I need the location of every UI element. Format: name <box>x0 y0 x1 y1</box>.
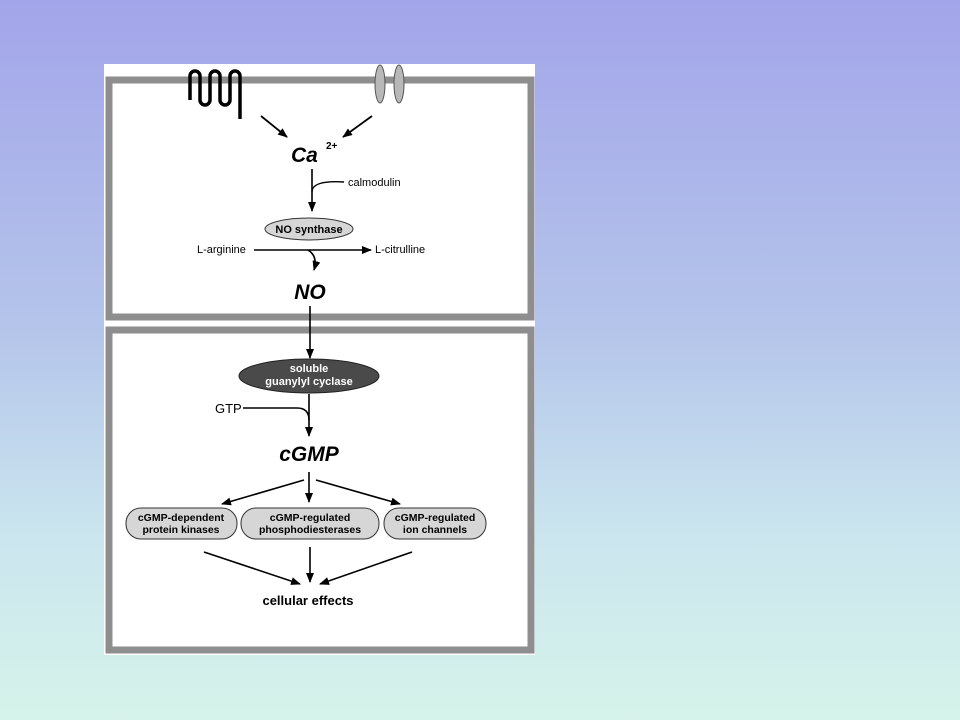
phosphodiesterases-node: cGMP-regulated phosphodiesterases <box>240 507 380 540</box>
no-synthase-node: NO synthase <box>264 217 354 241</box>
cellular-effects-label: cellular effects <box>262 593 353 608</box>
phosphodiesterases-label-line1: cGMP-regulated <box>270 512 351 524</box>
cgmp-to-ion-channels-arrow <box>315 479 401 506</box>
calcium-charge-label: 2+ <box>326 141 338 152</box>
calcium-label: Ca <box>291 144 318 167</box>
ion-channels-label-line1: cGMP-regulated <box>395 512 476 524</box>
calmodulin-label: calmodulin <box>348 177 401 189</box>
phosphodiesterases-label-line2: phosphodiesterases <box>259 524 361 536</box>
no-synthase-label: NO synthase <box>275 224 342 236</box>
l-arginine-label: L-arginine <box>197 244 246 256</box>
calmodulin-connector <box>311 181 345 193</box>
kinases-to-effects-arrow <box>203 551 301 585</box>
guanylyl-cyclase-label-line1: soluble <box>290 363 329 375</box>
lower-cell-frame <box>105 326 535 654</box>
ion-channel-icon <box>374 64 405 104</box>
channel-to-calcium-arrow <box>342 115 373 138</box>
l-citrulline-label: L-citrulline <box>375 244 425 256</box>
protein-kinases-node: cGMP-dependent protein kinases <box>125 507 238 540</box>
protein-kinases-label-line1: cGMP-dependent <box>138 512 225 524</box>
no-cgmp-signaling-diagram: Ca 2+ calmodulin NO synthase L-arginine … <box>104 64 535 655</box>
nitric-oxide-label: NO <box>294 281 326 304</box>
protein-kinases-label-line2: protein kinases <box>142 524 219 536</box>
gtp-label: GTP <box>215 401 242 416</box>
ion-channels-label-line2: ion channels <box>403 524 467 536</box>
diagram-canvas: Ca 2+ calmodulin NO synthase L-arginine … <box>105 64 535 654</box>
ion-channels-to-effects-arrow <box>319 551 413 585</box>
synthase-to-no-arrow <box>307 249 321 271</box>
cgmp-to-kinases-arrow <box>221 479 305 506</box>
guanylyl-cyclase-label-line2: guanylyl cyclase <box>265 376 352 388</box>
cgmp-label: cGMP <box>279 443 340 466</box>
upper-cell-frame <box>105 76 535 321</box>
seven-transmembrane-receptor-icon <box>188 69 242 119</box>
receptor-to-calcium-arrow <box>260 115 288 138</box>
guanylyl-cyclase-node: soluble guanylyl cyclase <box>238 358 380 394</box>
ion-channels-node: cGMP-regulated ion channels <box>383 507 487 540</box>
gtp-connector <box>243 407 310 421</box>
